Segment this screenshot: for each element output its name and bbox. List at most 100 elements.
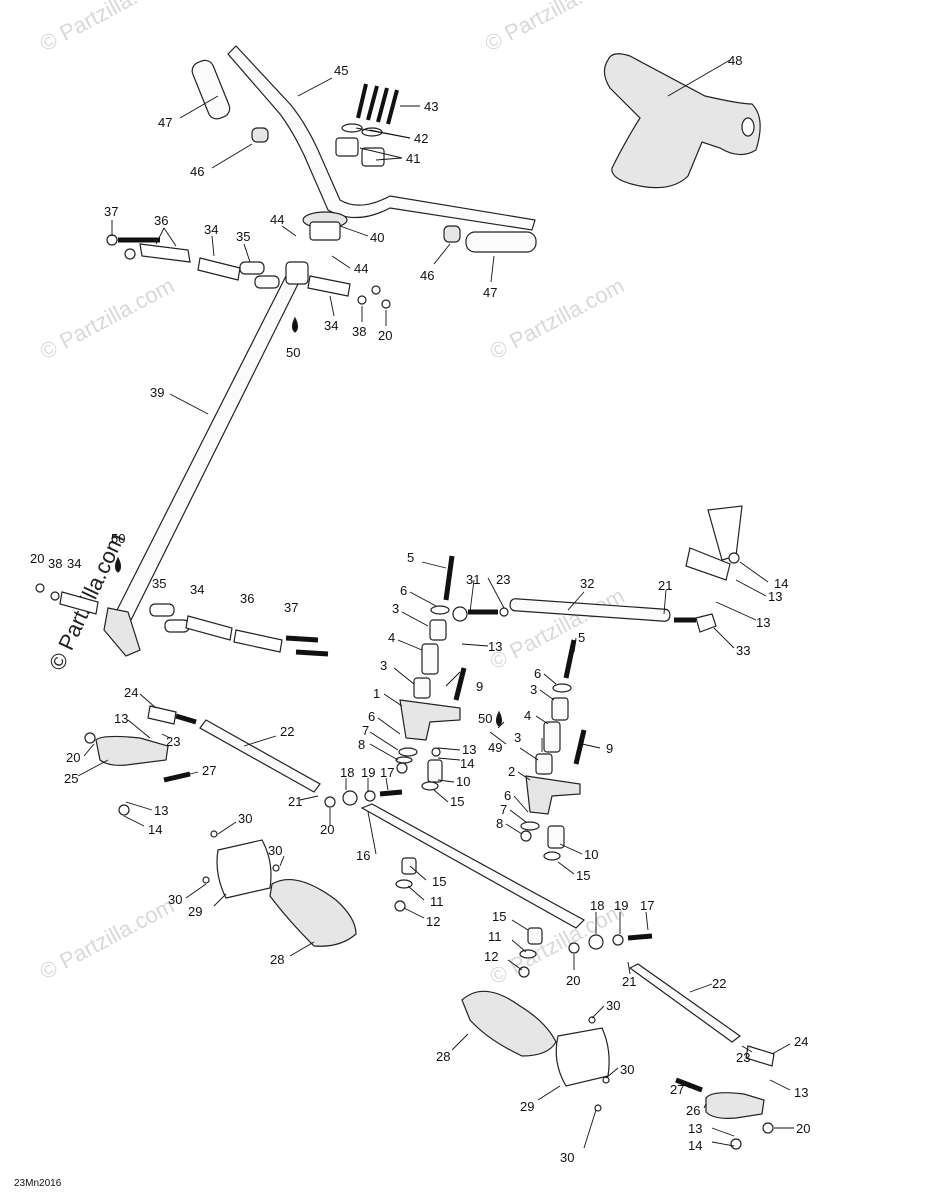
callout-30: 30 (238, 811, 252, 826)
riser-body (309, 221, 341, 241)
callout-27: 27 (670, 1082, 684, 1097)
callout-23: 23 (736, 1050, 750, 1065)
pivot-arm-1 (399, 699, 461, 741)
rod-end-left (147, 705, 177, 725)
rubber-boot-left (269, 878, 357, 947)
callout-13: 13 (462, 742, 476, 757)
callout-13: 13 (154, 803, 168, 818)
callout-12: 12 (484, 949, 498, 964)
callout-32: 32 (580, 576, 594, 591)
callout-labels: 45 47 46 43 42 41 48 40 44 44 46 47 37 3… (30, 53, 810, 1165)
callout-20: 20 (320, 822, 334, 837)
callout-19: 19 (614, 898, 628, 913)
bushing (551, 697, 569, 721)
tie-rod-right (628, 963, 742, 1043)
bushing (401, 857, 417, 875)
callout-12: 12 (426, 914, 440, 929)
pitman-arm (685, 547, 731, 581)
callout-14: 14 (774, 576, 788, 591)
rod-end (452, 606, 468, 622)
callout-35: 35 (236, 229, 250, 244)
watermark: © Partzilla.com (481, 0, 624, 56)
link-plate (233, 629, 283, 653)
washer (520, 821, 540, 831)
column-bottom-arm (103, 607, 141, 657)
rod-end-right-lower (745, 1045, 775, 1067)
callout-44: 44 (354, 261, 368, 276)
callout-29: 29 (188, 904, 202, 919)
link-spacer (254, 275, 280, 289)
callout-3: 3 (392, 601, 399, 616)
spacer-tube (543, 721, 561, 753)
callout-15: 15 (432, 874, 446, 889)
pivot-assemblies (395, 555, 587, 861)
screw (272, 864, 280, 872)
callout-11: 11 (430, 894, 444, 909)
callout-14: 14 (460, 756, 474, 771)
nut (50, 591, 60, 601)
washer (364, 790, 376, 802)
callout-50: 50 (478, 711, 492, 726)
callout-10: 10 (584, 847, 598, 862)
callout-30: 30 (560, 1150, 574, 1165)
steering-knuckle-right (705, 1092, 765, 1119)
grip-right (465, 231, 537, 253)
callout-9: 9 (476, 679, 483, 694)
link-plate (59, 591, 99, 615)
callout-38: 38 (352, 324, 366, 339)
callout-3: 3 (380, 658, 387, 673)
callout-50: 50 (111, 531, 125, 546)
boot-assemblies (202, 830, 610, 1112)
clamp-washer (341, 123, 363, 133)
callout-17: 17 (380, 765, 394, 780)
callout-3: 3 (514, 730, 521, 745)
boot-plate-right (555, 1027, 610, 1087)
lower-steering-link (35, 583, 329, 657)
callout-22: 22 (280, 724, 294, 739)
nut (84, 732, 96, 744)
link-plate (197, 257, 241, 281)
nut (520, 830, 532, 842)
cross-bar-assembly (324, 789, 653, 978)
callout-18: 18 (590, 898, 604, 913)
pivot-arm-2 (525, 775, 581, 815)
callout-30: 30 (620, 1062, 634, 1077)
callout-22: 22 (712, 976, 726, 991)
callout-20: 20 (796, 1121, 810, 1136)
callout-24: 24 (124, 685, 138, 700)
callout-34: 34 (190, 582, 204, 597)
callout-21: 21 (622, 974, 636, 989)
bushing (527, 927, 543, 945)
callout-14: 14 (688, 1138, 702, 1153)
steering-column (103, 261, 503, 727)
boot-plate-left (216, 839, 272, 899)
washer (552, 683, 572, 693)
callout-13: 13 (688, 1121, 702, 1136)
grease-point-icon (114, 556, 122, 573)
screw (594, 1104, 602, 1112)
link-plate (185, 615, 233, 641)
grip-left (191, 59, 231, 120)
tie-rod (509, 598, 671, 622)
nut (35, 583, 45, 593)
callout-9: 9 (606, 741, 613, 756)
callout-2: 2 (508, 764, 515, 779)
callout-30: 30 (606, 998, 620, 1013)
callout-17: 17 (640, 898, 654, 913)
callout-36: 36 (240, 591, 254, 606)
callout-29: 29 (520, 1099, 534, 1114)
callout-6: 6 (504, 788, 511, 803)
callout-8: 8 (496, 816, 503, 831)
callout-15: 15 (492, 909, 506, 924)
callout-28: 28 (436, 1049, 450, 1064)
nut (324, 796, 336, 808)
grip-end-right (443, 225, 461, 243)
callout-45: 45 (334, 63, 348, 78)
callout-5: 5 (578, 630, 585, 645)
callout-13: 13 (768, 589, 782, 604)
callout-34: 34 (204, 222, 218, 237)
nut (568, 942, 580, 954)
callout-15: 15 (576, 868, 590, 883)
callout-49: 49 (488, 740, 502, 755)
watermark: © Partzilla.com (486, 583, 629, 675)
